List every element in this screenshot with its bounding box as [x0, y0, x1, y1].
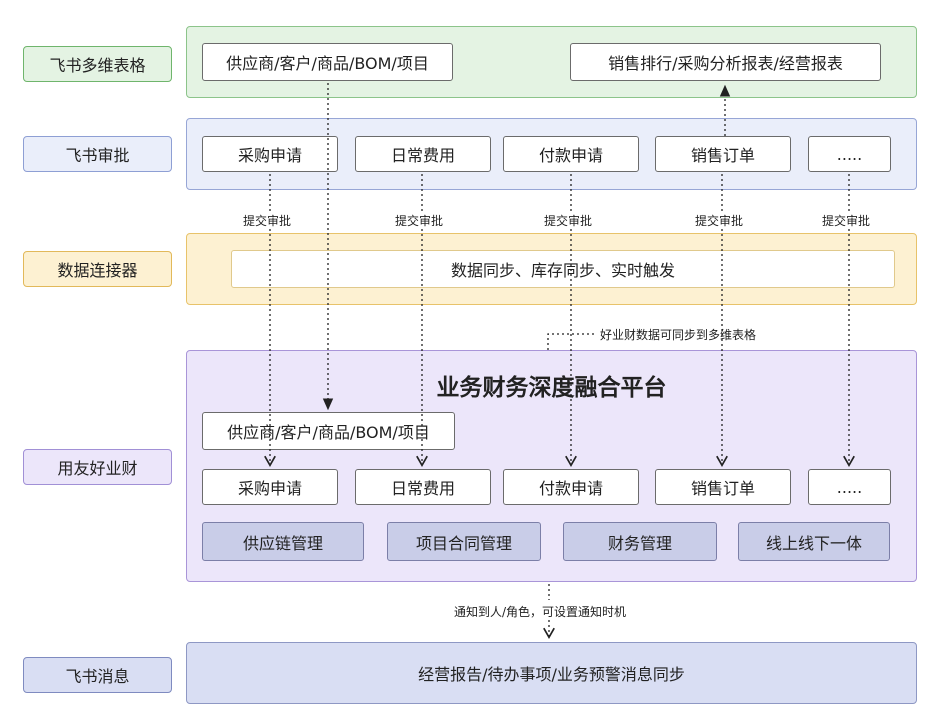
- platform-sales-order: 销售订单: [655, 469, 791, 505]
- submit-label-1: 提交审批: [241, 212, 294, 229]
- module-supply-chain: 供应链管理: [202, 522, 364, 561]
- approval-sales-order: 销售订单: [655, 136, 791, 172]
- platform-master-data-box: 供应商/客户/商品/BOM/项目: [202, 412, 455, 450]
- label-feishu-message: 飞书消息: [23, 657, 172, 693]
- submit-label-3: 提交审批: [542, 212, 595, 229]
- message-sync-text: 经营报告/待办事项/业务预警消息同步: [418, 665, 685, 684]
- label-yonyou: 用友好业财: [23, 449, 172, 485]
- sheet-reports-box: 销售排行/采购分析报表/经营报表: [570, 43, 881, 81]
- sync-note: 好业财数据可同步到多维表格: [600, 328, 757, 342]
- module-project-contract: 项目合同管理: [387, 522, 541, 561]
- platform-purchase-request: 采购申请: [202, 469, 338, 505]
- label-feishu-sheet: 飞书多维表格: [23, 46, 172, 82]
- connector-sync-bar: 数据同步、库存同步、实时触发: [231, 250, 895, 288]
- approval-payment-request: 付款申请: [503, 136, 639, 172]
- submit-label-4: 提交审批: [693, 212, 746, 229]
- notify-note: 通知到人/角色，可设置通知时机: [454, 605, 627, 619]
- module-online-offline: 线上线下一体: [738, 522, 890, 561]
- approval-purchase-request: 采购申请: [202, 136, 338, 172]
- approval-more: .....: [808, 136, 891, 172]
- platform-title: 业务财务深度融合平台: [436, 375, 667, 401]
- module-finance: 财务管理: [563, 522, 717, 561]
- approval-daily-expense: 日常费用: [355, 136, 491, 172]
- platform-payment-request: 付款申请: [503, 469, 639, 505]
- label-connector: 数据连接器: [23, 251, 172, 287]
- sheet-master-data-box: 供应商/客户/商品/BOM/项目: [202, 43, 453, 81]
- band-feishu-message: [186, 642, 917, 704]
- platform-daily-expense: 日常费用: [355, 469, 491, 505]
- submit-label-5: 提交审批: [820, 212, 873, 229]
- submit-label-2: 提交审批: [393, 212, 446, 229]
- platform-more: .....: [808, 469, 891, 505]
- label-feishu-approval: 飞书审批: [23, 136, 172, 172]
- flow-sync-note: [547, 333, 594, 350]
